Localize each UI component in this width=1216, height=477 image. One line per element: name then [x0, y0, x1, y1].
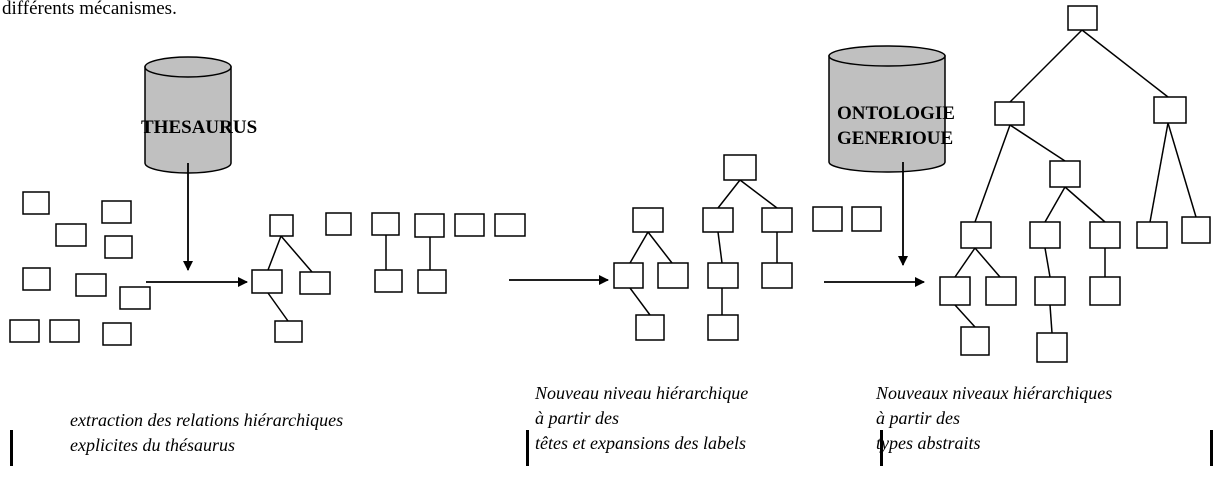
term-box [1067, 5, 1098, 31]
term-box [374, 269, 403, 293]
connector-line [974, 247, 1001, 278]
term-box [702, 207, 734, 233]
term-box [22, 267, 51, 291]
connector-line [974, 124, 1011, 223]
caption-stage2: Nouveau niveau hiérarchique à partir des… [535, 381, 748, 456]
term-box [119, 286, 151, 310]
connector-line [1044, 186, 1066, 223]
connector-line [717, 179, 741, 209]
connector-line [1064, 186, 1106, 223]
term-box [417, 269, 447, 294]
term-box [104, 235, 133, 259]
connector-line [267, 292, 289, 322]
connector-line [629, 231, 649, 264]
term-box [55, 223, 87, 247]
term-box [1029, 221, 1061, 249]
intro-text: différents mécanismes. [2, 0, 177, 19]
term-box [269, 214, 294, 237]
caption-stage2-line1: Nouveau niveau hiérarchique [535, 383, 749, 403]
caption-stage3-line3: types abstraits [876, 433, 981, 453]
term-box [494, 213, 526, 237]
ontology-database-icon [828, 45, 946, 173]
text-cursor-bar [10, 430, 13, 466]
term-box [454, 213, 485, 237]
term-box [371, 212, 400, 236]
ontology-database-icon-top [828, 45, 946, 67]
term-box [761, 262, 793, 289]
term-box [251, 269, 283, 294]
connector-line [1009, 124, 1066, 162]
term-box [414, 213, 445, 238]
term-box [1181, 216, 1211, 244]
connector-line [739, 179, 778, 209]
term-box [960, 221, 992, 249]
term-box [22, 191, 50, 215]
term-box [723, 154, 757, 181]
thesaurus-database-icon [144, 56, 232, 174]
text-cursor-bar [1210, 430, 1213, 466]
term-box [939, 276, 971, 306]
thesaurus-database-icon-body [144, 66, 232, 174]
ontology-label-line2: GENERIOUE [837, 128, 954, 149]
caption-stage2-line3: têtes et expansions des labels [535, 433, 746, 453]
term-box [985, 276, 1017, 306]
term-box [994, 101, 1025, 126]
connector-line [1049, 304, 1053, 334]
ontology-label-line1: ONTOLOGIE [837, 103, 955, 124]
connector-line [267, 235, 282, 271]
term-box [812, 206, 843, 232]
term-box [613, 262, 644, 289]
term-box [632, 207, 664, 233]
thesaurus-label: THESAURUS [141, 117, 258, 138]
caption-stage3: Nouveaux niveaux hiérarchiques à partir … [876, 381, 1112, 456]
term-box [707, 262, 739, 289]
connector-line [1009, 29, 1083, 103]
term-box [960, 326, 990, 356]
term-box [657, 262, 689, 289]
caption-stage1: extraction des relations hiérarchiques e… [70, 408, 343, 458]
term-box [274, 320, 303, 343]
term-box [1034, 276, 1066, 306]
connector-line [1081, 29, 1169, 98]
text-cursor-bar [526, 430, 529, 466]
caption-stage1-line1: extraction des relations hiérarchiques [70, 410, 344, 430]
ontology-database-icon-body [828, 55, 946, 173]
term-box [1136, 221, 1168, 249]
term-box [102, 322, 132, 346]
connector-line [717, 231, 723, 264]
term-box [75, 273, 107, 297]
connector-line [629, 287, 651, 316]
connector-line [1167, 122, 1197, 218]
term-box [49, 319, 80, 343]
term-box [325, 212, 352, 236]
term-box [707, 314, 739, 341]
caption-stage3-line2: à partir des [876, 408, 961, 428]
term-box [851, 206, 882, 232]
connector-line [1149, 122, 1169, 223]
term-box [9, 319, 40, 343]
term-box [1036, 332, 1068, 363]
connector-line [647, 231, 673, 264]
term-box [1049, 160, 1081, 188]
connector-line [954, 247, 976, 278]
text-cursor-bar [880, 430, 883, 466]
thesaurus-database-icon-top [144, 56, 232, 78]
connector-line [280, 235, 313, 273]
term-box [1089, 276, 1121, 306]
term-box [635, 314, 665, 341]
term-box [761, 207, 793, 233]
term-box [1153, 96, 1187, 124]
caption-stage3-line1: Nouveaux niveaux hiérarchiques [876, 383, 1113, 403]
term-box [1089, 221, 1121, 249]
term-box [299, 271, 331, 295]
connector-line [954, 304, 976, 328]
term-box [101, 200, 132, 224]
caption-stage1-line2: explicites du thésaurus [70, 435, 235, 455]
connector-line [1044, 247, 1051, 278]
caption-stage2-line2: à partir des [535, 408, 620, 428]
